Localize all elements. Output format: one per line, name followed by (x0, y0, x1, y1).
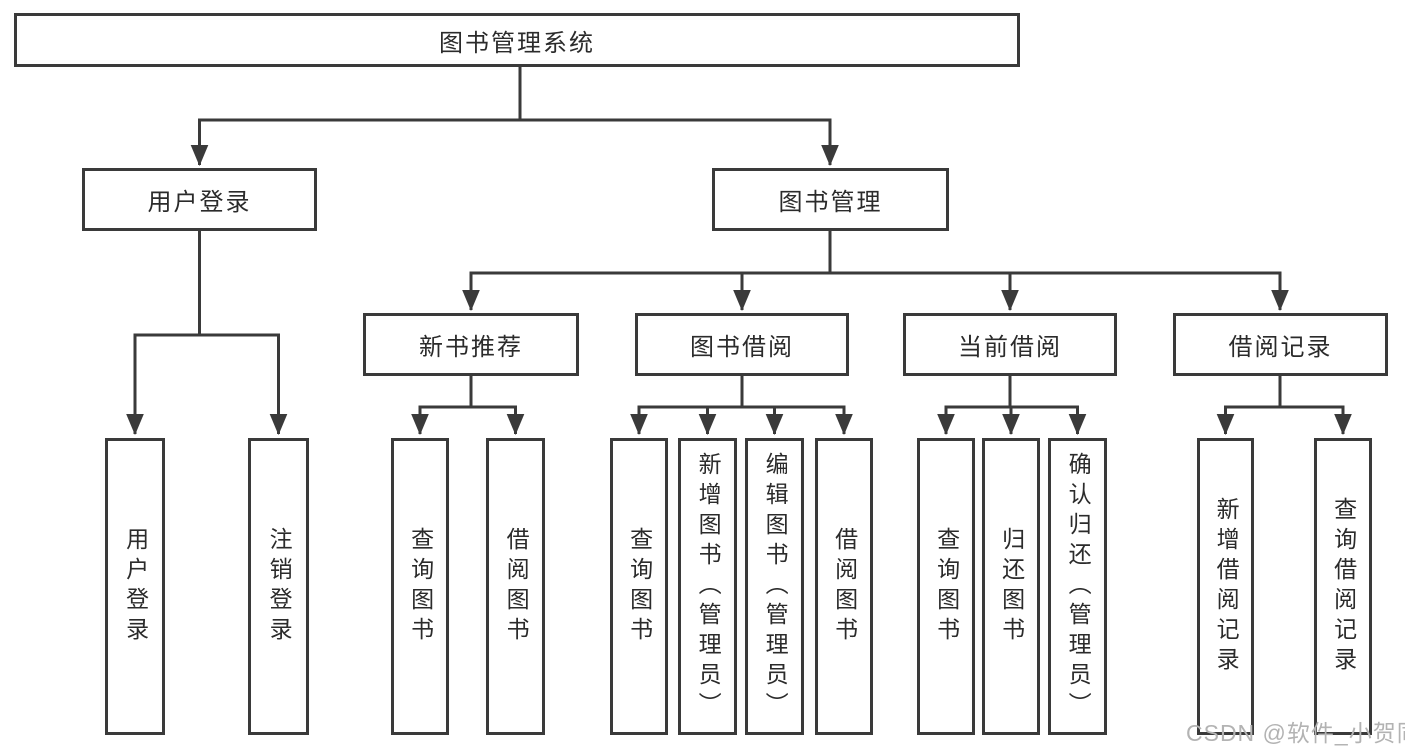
node-user-login-label: 用户登录 (147, 189, 252, 216)
leaf-borrow-query-books: 查询图书 (610, 438, 668, 735)
leaf-return-books-label: 归还图书 (998, 526, 1025, 647)
node-borrow-records: 借阅记录 (1173, 313, 1388, 376)
node-user-login: 用户登录 (82, 168, 317, 231)
leaf-current-query-books-label: 查询图书 (933, 526, 960, 647)
node-current-borrow-label: 当前借阅 (958, 334, 1062, 361)
leaf-borrow-books-label: 借阅图书 (831, 526, 858, 647)
leaf-query-borrow-record: 查询借阅记录 (1314, 438, 1372, 735)
leaf-add-borrow-record: 新增借阅记录 (1197, 438, 1254, 735)
leaf-current-query-books: 查询图书 (917, 438, 975, 735)
node-new-book-recommend: 新书推荐 (363, 313, 579, 376)
leaf-query-borrow-record-label: 查询借阅记录 (1330, 496, 1357, 677)
leaf-return-books: 归还图书 (982, 438, 1040, 735)
leaf-add-borrow-record-label: 新增借阅记录 (1213, 496, 1240, 677)
node-borrow-records-label: 借阅记录 (1228, 334, 1333, 361)
node-book-management: 图书管理 (712, 168, 949, 231)
leaf-confirm-return-admin: 确认归还（管理员） (1048, 438, 1107, 735)
leaf-borrow-books: 借阅图书 (815, 438, 873, 735)
node-book-borrow: 图书借阅 (635, 313, 849, 376)
leaf-user-login: 用户登录 (105, 438, 165, 735)
leaf-logout: 注销登录 (248, 438, 309, 735)
node-book-borrow-label: 图书借阅 (690, 334, 794, 361)
leaf-edit-books-admin: 编辑图书（管理员） (745, 438, 804, 735)
leaf-add-books-admin: 新增图书（管理员） (678, 438, 737, 735)
leaf-edit-books-admin-label: 编辑图书（管理员） (762, 451, 789, 722)
leaf-recommend-query-books: 查询图书 (391, 438, 449, 735)
node-current-borrow: 当前借阅 (903, 313, 1117, 376)
watermark: CSDN @软件_小贺同学 (1186, 720, 1405, 746)
leaf-add-books-admin-label: 新增图书（管理员） (695, 451, 722, 722)
leaf-recommend-borrow-books-label: 借阅图书 (503, 526, 530, 647)
leaf-borrow-query-books-label: 查询图书 (626, 526, 653, 647)
node-root: 图书管理系统 (14, 13, 1020, 67)
leaf-logout-label: 注销登录 (266, 526, 293, 647)
leaf-recommend-borrow-books: 借阅图书 (486, 438, 545, 735)
leaf-confirm-return-admin-label: 确认归还（管理员） (1065, 451, 1092, 722)
leaf-recommend-query-books-label: 查询图书 (407, 526, 434, 647)
leaf-user-login-label: 用户登录 (122, 526, 149, 647)
node-root-label: 图书管理系统 (439, 29, 595, 57)
node-new-book-recommend-label: 新书推荐 (419, 334, 523, 361)
node-book-management-label: 图书管理 (778, 189, 883, 216)
